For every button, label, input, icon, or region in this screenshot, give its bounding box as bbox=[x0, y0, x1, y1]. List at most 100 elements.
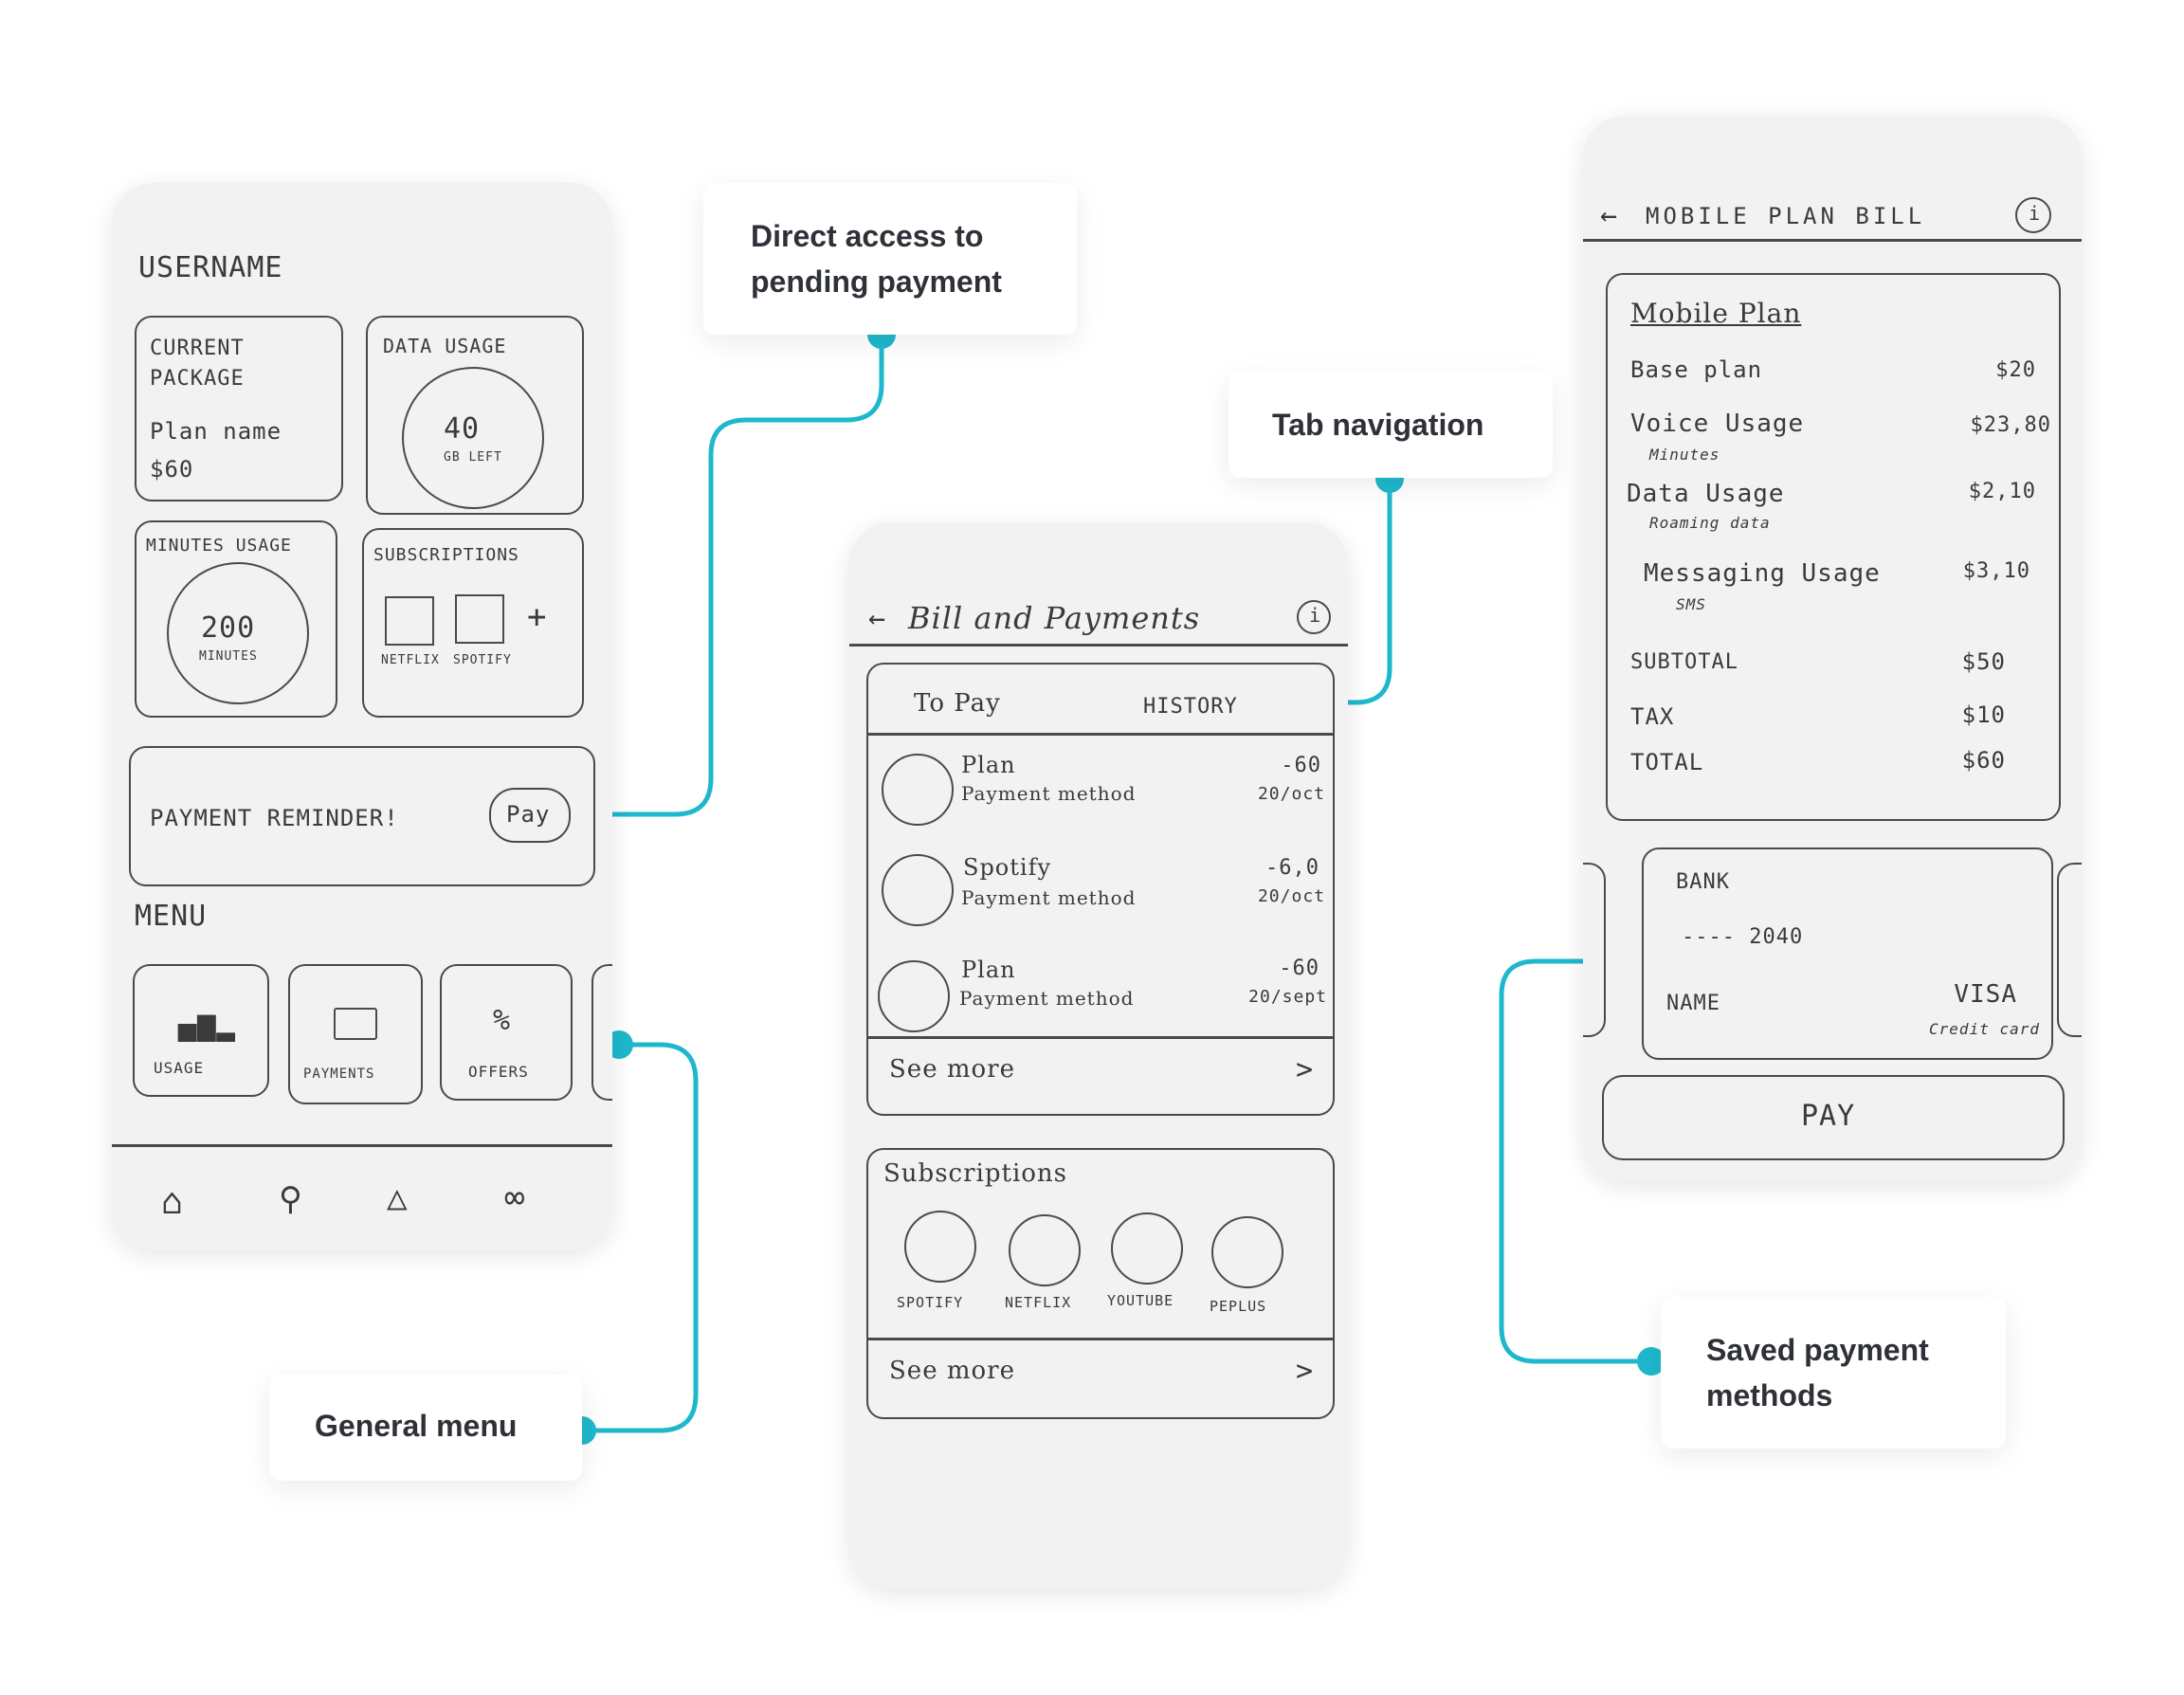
username: USERNAME bbox=[138, 251, 283, 284]
tabs-underline bbox=[868, 733, 1333, 736]
payment-row-method: Payment method bbox=[959, 987, 1135, 1010]
card-carousel-next[interactable] bbox=[2057, 863, 2082, 1037]
bar-chart-icon: ▄▆▂ bbox=[178, 1006, 236, 1042]
payment-row-date: 20/sept bbox=[1248, 987, 1327, 1007]
plan-summary-card: Mobile Plan Base plan $20 Voice Usage Mi… bbox=[1606, 273, 2061, 821]
spotify-label: SPOTIFY bbox=[453, 653, 512, 667]
callout-saved-line-2: methods bbox=[1706, 1378, 1833, 1412]
profile-icon[interactable]: ∞ bbox=[504, 1178, 526, 1217]
tab-history[interactable]: HISTORY bbox=[1143, 695, 1238, 719]
line-sub: Roaming data bbox=[1649, 514, 1771, 532]
bill-screen: ← Bill and Payments i To Pay HISTORY Pla… bbox=[849, 522, 1348, 1588]
plan-name: Plan name bbox=[150, 418, 282, 445]
payment-row-amount: -60 bbox=[1279, 957, 1320, 980]
total-label: TOTAL bbox=[1630, 749, 1704, 775]
card-holder-name: NAME bbox=[1666, 992, 1720, 1015]
subscription-label: PEPLUS bbox=[1210, 1298, 1267, 1315]
menu-item-offers[interactable]: % OFFERS bbox=[440, 964, 573, 1101]
data-usage-card[interactable]: DATA USAGE 40 GB LEFT bbox=[366, 316, 584, 515]
bell-icon[interactable]: △ bbox=[387, 1178, 409, 1217]
payment-row-amount: -60 bbox=[1281, 754, 1321, 777]
percent-icon: % bbox=[493, 1004, 512, 1037]
subscriptions-card[interactable]: SUBSCRIPTIONS + NETFLIX SPOTIFY bbox=[362, 528, 584, 718]
current-package-card[interactable]: CURRENT PACKAGE Plan name $60 bbox=[135, 316, 343, 501]
payment-row[interactable]: Plan Payment method -60 20/sept bbox=[868, 949, 1333, 1044]
pay-button-label: PAY bbox=[1801, 1100, 1856, 1133]
netflix-tile[interactable] bbox=[385, 596, 434, 646]
pay-button[interactable]: PAY bbox=[1602, 1075, 2065, 1160]
payment-row-method: Payment method bbox=[961, 886, 1137, 909]
menu-item-payments-label: PAYMENTS bbox=[303, 1066, 375, 1082]
line-amount: $23,80 bbox=[1970, 413, 2051, 437]
subtotal-amount: $50 bbox=[1961, 648, 2006, 675]
add-subscription-icon[interactable]: + bbox=[527, 598, 548, 636]
subscription-youtube[interactable] bbox=[1111, 1212, 1183, 1285]
saved-callout-dot bbox=[1637, 1347, 1665, 1376]
line-amount: $2,10 bbox=[1968, 480, 2036, 503]
menu-item-usage-label: USAGE bbox=[154, 1059, 205, 1077]
back-arrow-icon[interactable]: ← bbox=[1600, 199, 1619, 232]
subscription-spotify[interactable] bbox=[904, 1211, 976, 1283]
payment-row-name: Plan bbox=[961, 957, 1016, 983]
current-package-title-2: PACKAGE bbox=[150, 367, 245, 391]
chevron-right-icon[interactable]: > bbox=[1295, 1355, 1314, 1388]
line-label: Base plan bbox=[1630, 356, 1763, 383]
header-divider bbox=[849, 644, 1348, 647]
line-label: Data Usage bbox=[1627, 480, 1785, 508]
minutes-usage-value: 200 bbox=[201, 611, 256, 645]
subscription-label: YOUTUBE bbox=[1107, 1292, 1174, 1309]
saved-bank-card[interactable]: BANK ---- 2040 NAME VISA Credit card bbox=[1642, 848, 2053, 1060]
menu-item-partial[interactable] bbox=[592, 964, 612, 1101]
back-arrow-icon[interactable]: ← bbox=[868, 602, 887, 635]
info-icon[interactable]: i bbox=[2015, 197, 2051, 233]
reminder-pay-button[interactable]: Pay bbox=[489, 788, 571, 843]
home-screen: USERNAME CURRENT PACKAGE Plan name $60 D… bbox=[112, 183, 612, 1250]
payment-row-date: 20/oct bbox=[1257, 784, 1325, 804]
payment-reminder-text: PAYMENT REMINDER! bbox=[150, 805, 399, 831]
subscription-label: NETFLIX bbox=[1005, 1294, 1072, 1311]
tab-bar-divider bbox=[112, 1144, 612, 1147]
subscription-netflix[interactable] bbox=[1009, 1214, 1081, 1286]
payment-row[interactable]: Plan Payment method -60 20/oct bbox=[868, 744, 1333, 839]
menu-item-usage[interactable]: ▄▆▂ USAGE bbox=[133, 964, 269, 1097]
plan-section-title: Mobile Plan bbox=[1630, 298, 1802, 329]
line-sub: Minutes bbox=[1649, 446, 1720, 464]
line-label: Messaging Usage bbox=[1644, 559, 1881, 588]
payment-row-amount: -6,0 bbox=[1265, 856, 1320, 880]
info-glyph: i bbox=[2029, 202, 2042, 225]
payment-row[interactable]: Spotify Payment method -6,0 20/oct bbox=[868, 847, 1333, 941]
see-more-link[interactable]: See more bbox=[889, 1055, 1015, 1084]
plan-price: $60 bbox=[150, 456, 194, 483]
subscription-label: SPOTIFY bbox=[897, 1294, 964, 1311]
subscription-peplus[interactable] bbox=[1211, 1216, 1283, 1288]
payment-reminder-card: PAYMENT REMINDER! Pay bbox=[129, 746, 595, 886]
card-brand: VISA bbox=[1954, 980, 2017, 1009]
chevron-right-icon[interactable]: > bbox=[1295, 1053, 1314, 1086]
mobile-bill-title: MOBILE PLAN BILL bbox=[1646, 203, 1926, 229]
spotify-tile[interactable] bbox=[455, 594, 504, 644]
home-icon[interactable]: ⌂ bbox=[161, 1180, 184, 1222]
tab-to-pay[interactable]: To Pay bbox=[914, 689, 1001, 718]
minutes-usage-title: MINUTES USAGE bbox=[146, 536, 292, 556]
see-more-divider bbox=[868, 1036, 1333, 1039]
payment-row-name: Plan bbox=[961, 752, 1016, 778]
menu-item-payments[interactable]: PAYMENTS bbox=[288, 964, 423, 1104]
info-icon[interactable]: i bbox=[1297, 600, 1331, 634]
callout-saved-payment: Saved payment methods bbox=[1661, 1297, 2006, 1449]
payment-row-name: Spotify bbox=[963, 854, 1052, 881]
line-sub: SMS bbox=[1676, 595, 1706, 613]
subtotal-label: SUBTOTAL bbox=[1630, 650, 1738, 674]
card-number: ---- 2040 bbox=[1682, 925, 1804, 949]
callout-saved-line-1: Saved payment bbox=[1706, 1333, 1929, 1367]
reminder-pay-label: Pay bbox=[506, 801, 551, 828]
search-icon[interactable]: ⚲ bbox=[279, 1180, 303, 1218]
minutes-usage-card[interactable]: MINUTES USAGE 200 MINUTES bbox=[135, 520, 337, 718]
tax-label: TAX bbox=[1630, 703, 1675, 730]
bill-title: Bill and Payments bbox=[908, 600, 1201, 636]
payment-row-avatar bbox=[882, 854, 954, 926]
bank-title: BANK bbox=[1676, 870, 1730, 894]
payment-row-date: 20/oct bbox=[1257, 886, 1325, 906]
subscriptions-see-more-link[interactable]: See more bbox=[889, 1357, 1015, 1385]
card-icon bbox=[334, 1008, 377, 1040]
card-carousel-prev[interactable] bbox=[1583, 863, 1606, 1037]
